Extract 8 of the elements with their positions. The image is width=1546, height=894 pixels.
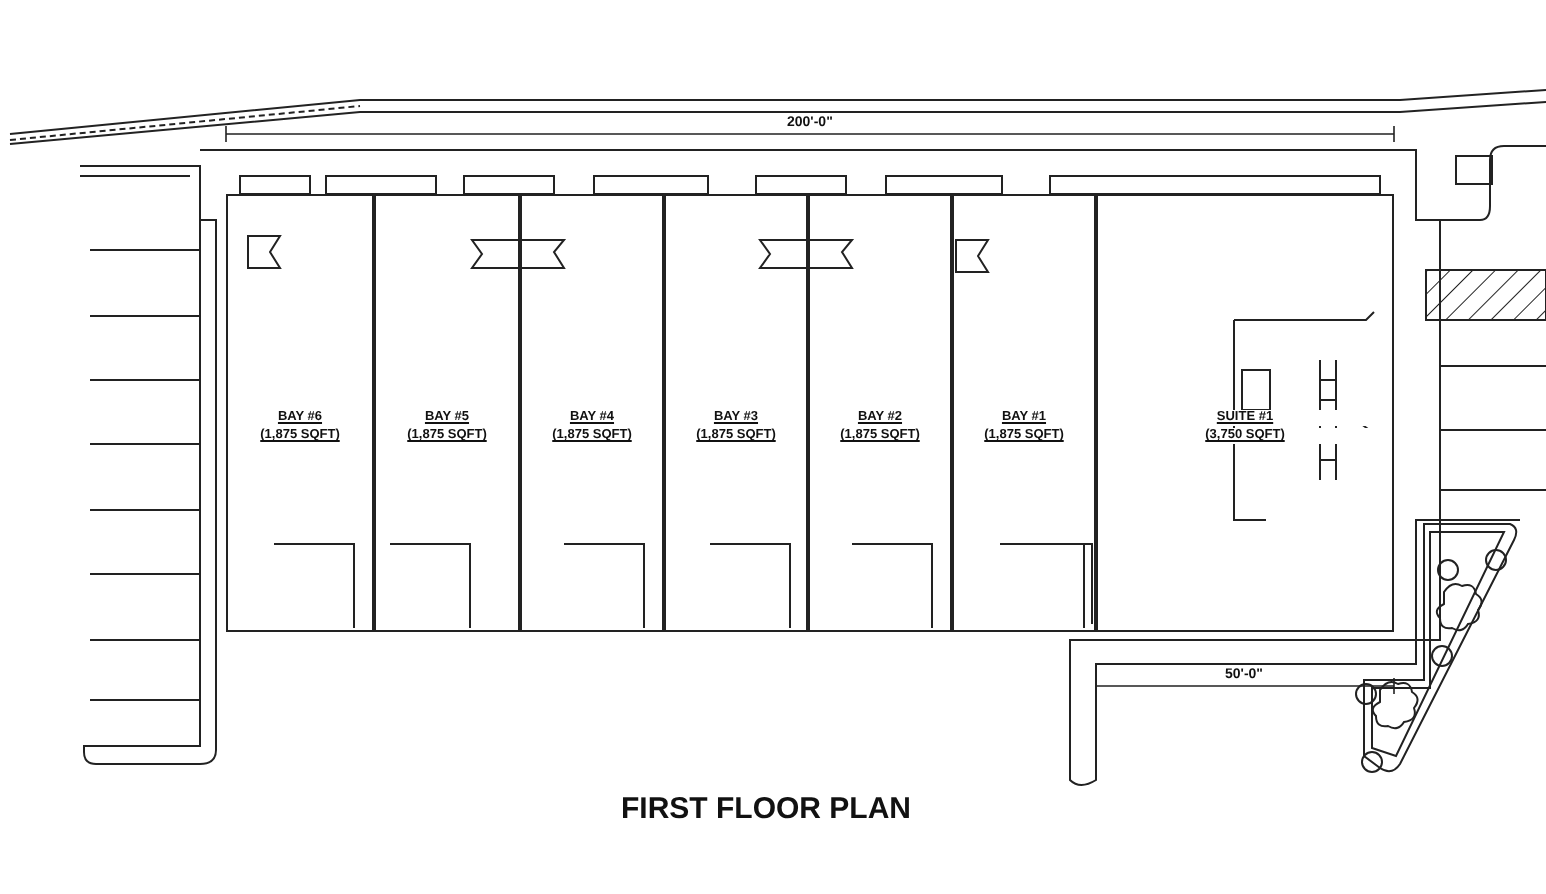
bay-room <box>952 194 1096 632</box>
bay-room <box>226 194 374 632</box>
bay-room <box>664 194 808 632</box>
plan-title: FIRST FLOOR PLAN <box>621 792 911 826</box>
bay-room <box>374 194 520 632</box>
suite-room <box>1096 194 1394 632</box>
bay-room <box>808 194 952 632</box>
bay-room <box>520 194 664 632</box>
